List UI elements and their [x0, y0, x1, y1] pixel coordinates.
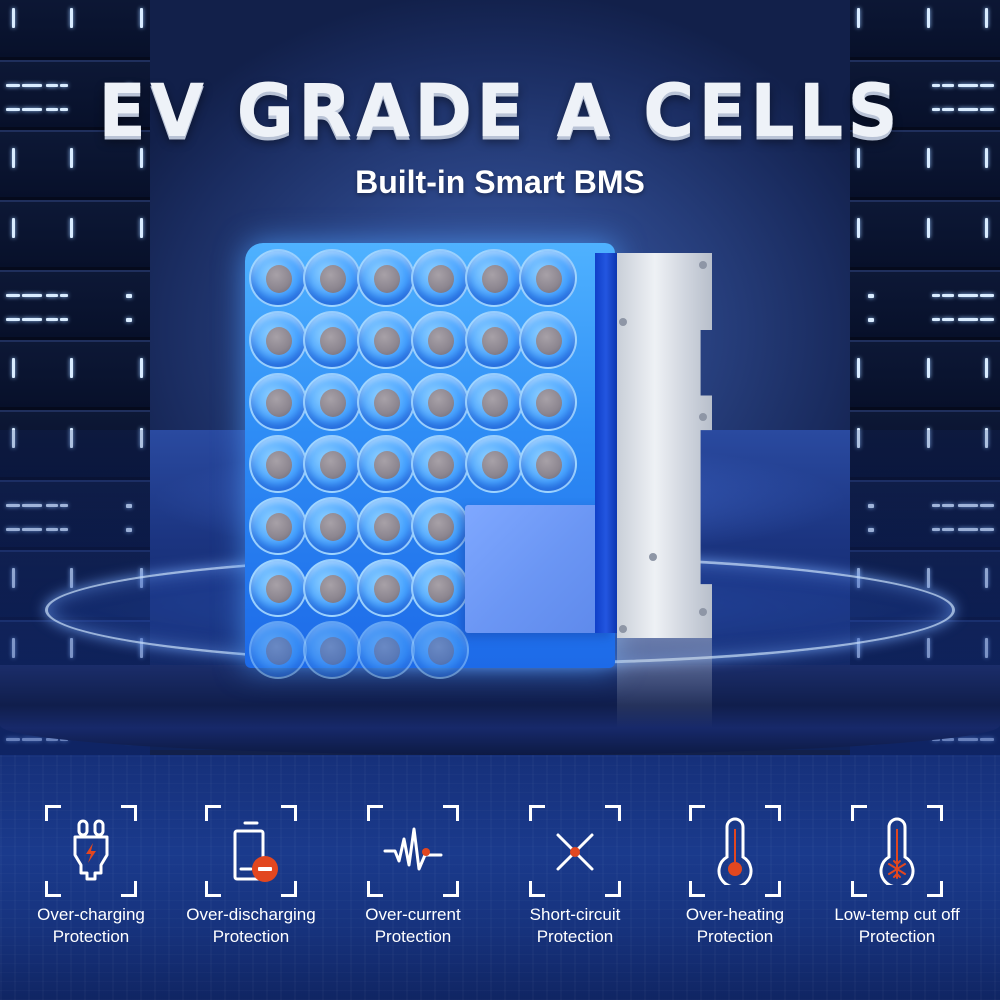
feature-subtitle: Protection — [536, 927, 614, 946]
cell-reflection — [303, 621, 361, 679]
battery-cell — [519, 311, 577, 369]
battery-cell — [249, 435, 307, 493]
feature-over-current: Over-current Protection — [328, 800, 498, 960]
icon-frame — [45, 805, 137, 897]
headline: EV GRADE A CELLS — [98, 67, 902, 155]
battery-cell — [519, 373, 577, 431]
thermometer-hot-icon — [717, 817, 753, 885]
icon-frame — [851, 805, 943, 897]
battery-cell — [357, 311, 415, 369]
bms-circuit-board — [595, 253, 617, 633]
battery-cell — [411, 497, 469, 555]
battery-cell — [411, 249, 469, 307]
rack-unit — [850, 60, 1000, 130]
cell-reflection — [357, 621, 415, 679]
battery-cell — [411, 559, 469, 617]
battery-cell — [303, 311, 361, 369]
icon-frame — [689, 805, 781, 897]
feature-title: Over-current — [365, 905, 461, 924]
battery-cell — [249, 497, 307, 555]
icon-frame — [529, 805, 621, 897]
battery-cell — [465, 311, 523, 369]
rack-unit — [850, 270, 1000, 340]
battery-cell — [303, 435, 361, 493]
icon-frame — [367, 805, 459, 897]
feature-title: Over-charging — [37, 905, 145, 924]
rack-unit — [0, 270, 150, 340]
feature-panel-background — [0, 755, 1000, 1000]
feature-over-discharging: Over-discharging Protection — [166, 800, 336, 960]
rack-unit — [0, 0, 150, 60]
feature-title: Over-heating — [685, 905, 785, 924]
feature-title: Low-temp cut off — [834, 905, 960, 924]
battery-cell — [357, 559, 415, 617]
rack-unit — [850, 200, 1000, 270]
feature-subtitle: Protection — [212, 927, 290, 946]
plug-bolt-icon — [73, 819, 109, 881]
cross-dot-icon — [556, 833, 594, 871]
feature-title: Short-circuit — [529, 905, 621, 924]
cell-reflection — [249, 621, 307, 679]
pedestal-base — [0, 665, 1000, 755]
battery-cell — [357, 435, 415, 493]
battery-cell — [519, 249, 577, 307]
phone-battery-minus-icon — [233, 821, 278, 882]
bms-heatsink-plate — [617, 253, 712, 638]
thermometer-snowflake-icon — [879, 817, 915, 885]
battery-cell — [357, 249, 415, 307]
battery-cell — [465, 373, 523, 431]
icon-frame — [205, 805, 297, 897]
feature-low-temp-cutoff: Low-temp cut off Protection — [812, 800, 982, 960]
feature-subtitle: Protection — [696, 927, 774, 946]
battery-cell — [303, 559, 361, 617]
battery-cell — [303, 249, 361, 307]
pulse-wave-icon — [383, 827, 443, 871]
rack-unit — [0, 200, 150, 270]
battery-cell — [249, 311, 307, 369]
battery-cell — [519, 435, 577, 493]
rack-unit — [0, 130, 150, 200]
feature-subtitle: Protection — [374, 927, 452, 946]
battery-cell — [303, 497, 361, 555]
rack-unit — [0, 60, 150, 130]
cell-reflection — [411, 621, 469, 679]
feature-short-circuit: Short-circuit Protection — [490, 800, 660, 960]
battery-cell — [411, 311, 469, 369]
battery-cell — [249, 559, 307, 617]
rack-unit — [850, 130, 1000, 200]
battery-cell — [411, 435, 469, 493]
bms-module-block — [465, 505, 615, 633]
protection-features: Over-charging Protection Over-disch — [0, 800, 1000, 960]
feature-over-charging: Over-charging Protection — [6, 800, 176, 960]
battery-pack-image — [245, 243, 712, 728]
battery-cell — [249, 373, 307, 431]
battery-cell — [357, 497, 415, 555]
feature-subtitle: Protection — [858, 927, 936, 946]
battery-cell — [411, 373, 469, 431]
battery-cell — [465, 249, 523, 307]
sub-headline: Built-in Smart BMS — [355, 164, 645, 200]
feature-over-heating: Over-heating Protection — [650, 800, 820, 960]
rack-unit — [850, 340, 1000, 410]
battery-cell — [357, 373, 415, 431]
battery-cell — [249, 249, 307, 307]
battery-cell — [303, 373, 361, 431]
feature-title: Over-discharging — [186, 905, 316, 924]
feature-subtitle: Protection — [52, 927, 130, 946]
plate-reflection — [617, 638, 712, 728]
battery-cell — [465, 435, 523, 493]
rack-unit — [0, 340, 150, 410]
rack-unit — [850, 0, 1000, 60]
